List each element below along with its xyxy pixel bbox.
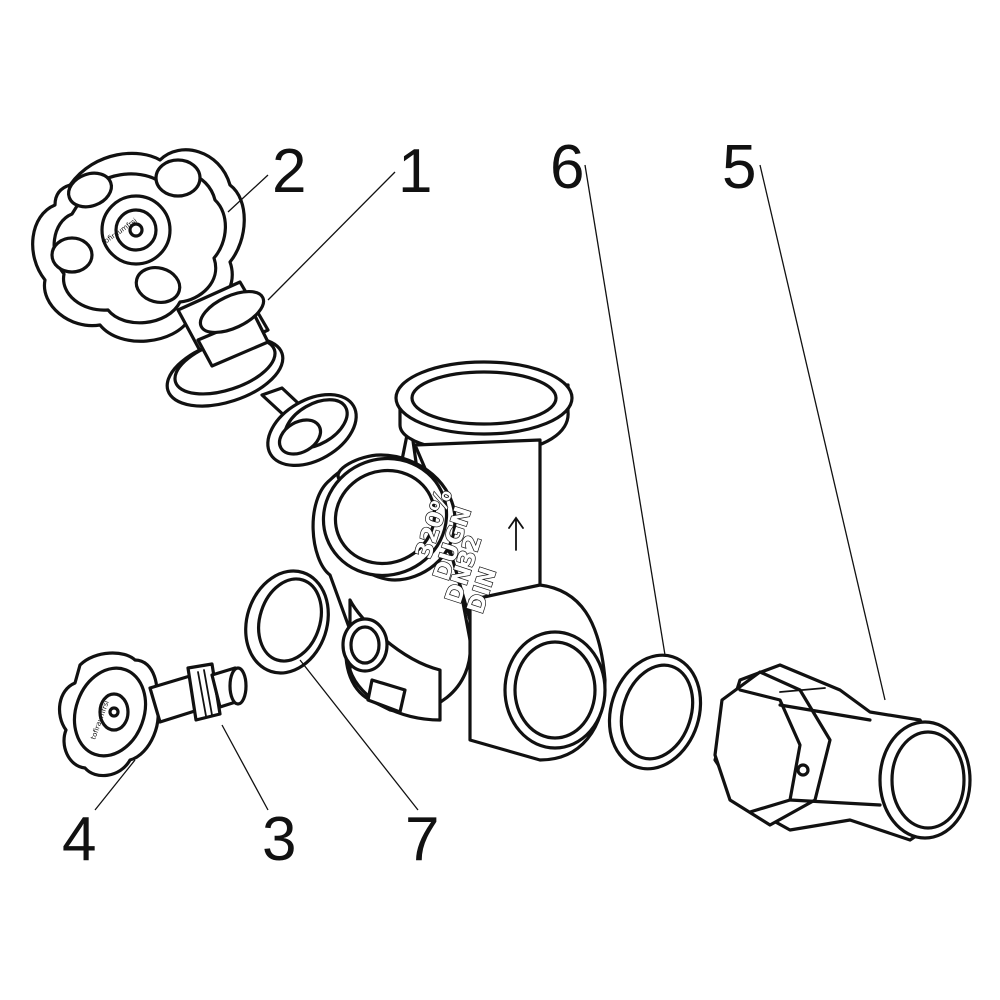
seal-ring-7-icon [244, 569, 330, 675]
leader-2 [227, 174, 269, 213]
valve-insert-icon [165, 280, 358, 467]
seal-ring-6-icon [607, 653, 703, 771]
leader-6 [584, 164, 666, 656]
leader-lines [94, 164, 886, 811]
handwheel-small-icon: tofiraumfrsi [57, 651, 160, 778]
callout-1: 1 [398, 137, 432, 206]
leader-5 [759, 164, 886, 701]
callout-6: 6 [550, 133, 584, 202]
leader-4 [94, 759, 136, 811]
callout-labels: 2 1 6 5 4 3 7 [62, 133, 756, 874]
callout-7: 7 [405, 805, 439, 874]
leader-7 [299, 659, 419, 811]
callout-4: 4 [62, 805, 96, 874]
callout-2: 2 [272, 137, 306, 206]
callout-3: 3 [262, 805, 296, 874]
leader-1 [267, 171, 396, 301]
handwheel-large-icon: tofiraumfrsi [31, 148, 246, 343]
valve-body-icon: 320% DUGN DN32 DIN [311, 360, 607, 762]
union-nut-icon [713, 663, 972, 842]
stem-plug-icon [148, 662, 248, 724]
callout-5: 5 [722, 133, 756, 202]
leader-3 [221, 724, 269, 811]
